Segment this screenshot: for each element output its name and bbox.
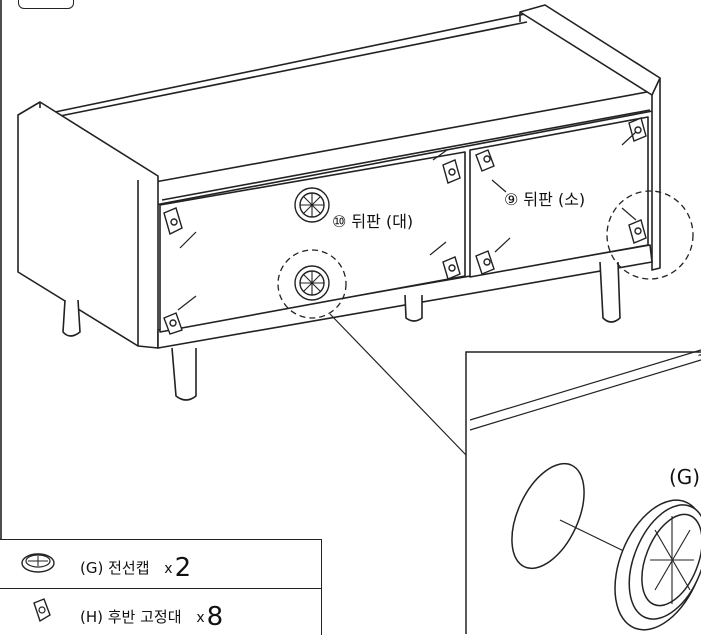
qty-multiplier: x xyxy=(164,561,173,577)
back-panel-small xyxy=(469,116,649,278)
leg-middle xyxy=(404,294,423,322)
bracket-icon xyxy=(628,219,647,244)
cable-cap-upper xyxy=(294,187,330,223)
detail-view xyxy=(465,349,701,634)
part-row-bracket: (H) 후반 고정대 x8 xyxy=(0,588,321,636)
cable-cap-icon xyxy=(21,553,55,573)
bracket-icon xyxy=(475,149,495,172)
part-row-cable-cap: (G) 전선캡 x2 xyxy=(0,540,321,587)
callout-circle-cable-cap xyxy=(277,249,347,319)
back-panel-large xyxy=(159,151,466,333)
bracket-icon xyxy=(475,250,495,275)
bracket-icon xyxy=(163,207,183,236)
detail-part-label: (G) xyxy=(669,465,701,489)
cable-cap-lower xyxy=(294,265,330,301)
back-bracket-icon xyxy=(33,598,51,623)
callout-circle-bracket xyxy=(606,190,694,280)
part-name: (G) 전선캡 xyxy=(80,559,150,577)
leg-left-front xyxy=(171,347,197,401)
bracket-icon xyxy=(163,312,183,335)
leg-left-back xyxy=(62,299,81,337)
back-panel-small-label: ⑨ 뒤판 (소) xyxy=(504,190,586,209)
step-tag xyxy=(18,0,74,9)
leg-right xyxy=(599,261,621,323)
top-inner-back xyxy=(59,21,528,117)
bracket-icon xyxy=(442,159,461,184)
part-name: (H) 후반 고정대 xyxy=(80,608,182,626)
parts-list: (G) 전선캡 x2 (H) 후반 고정대 x8 xyxy=(0,539,322,635)
qty-value: 8 xyxy=(206,602,224,632)
qty-value: 2 xyxy=(174,553,192,583)
qty-multiplier: x xyxy=(196,610,205,626)
back-panel-large-label: ⑩ 뒤판 (대) xyxy=(332,212,414,231)
bracket-icon xyxy=(442,256,461,280)
